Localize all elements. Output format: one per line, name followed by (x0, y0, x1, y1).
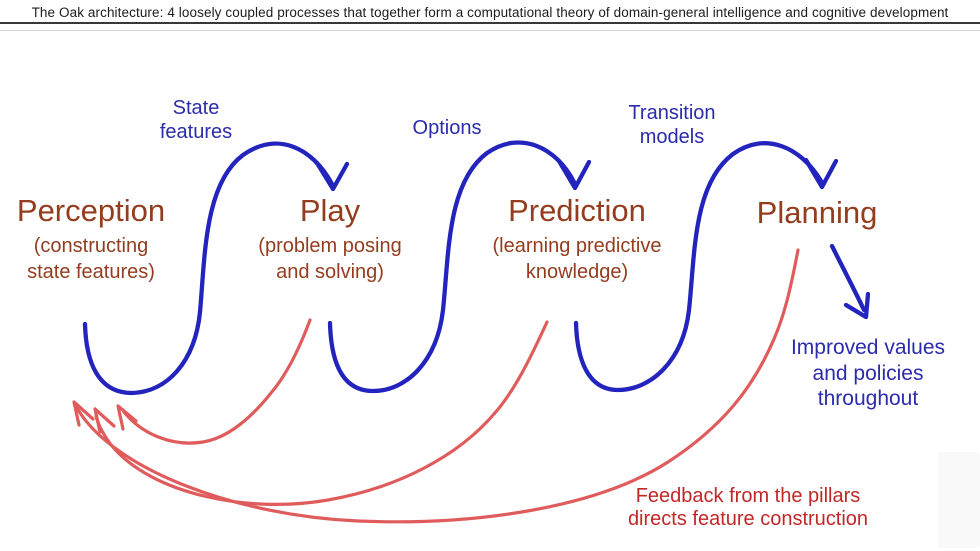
flow-label-options: Options (412, 117, 482, 139)
arrow-play-to-prediction (327, 140, 577, 394)
feedback-arrow-from-planning (75, 248, 800, 524)
pillar-perception-subtitle: (constructing state features) (27, 234, 155, 284)
pillar-perception: Perception (constructing state features) (0, 193, 201, 285)
feedback-arrowhead-from-planning-icon (72, 400, 95, 427)
pillar-prediction-subtitle: (learning predictive knowledge) (492, 234, 662, 284)
feedback-arrowhead-from-play-icon (116, 404, 138, 431)
flow-label-transition-models: Transition models (628, 102, 716, 148)
pillar-planning: Planning (707, 195, 927, 231)
arrow-planning-to-outcome (829, 243, 867, 313)
arrowhead-perception-to-play-icon (314, 160, 350, 192)
arrow-perception-to-play (82, 141, 335, 396)
pillar-planning-heading: Planning (756, 195, 878, 230)
feedback-arrow-from-play (122, 318, 312, 445)
pillar-perception-heading: Perception (16, 193, 166, 228)
watermark (938, 452, 980, 548)
arrow-prediction-to-planning (573, 141, 824, 393)
title-divider-light (0, 30, 980, 31)
title-divider-dark (0, 22, 980, 24)
feedback-label: Feedback from the pillars directs featur… (627, 485, 869, 530)
slide-title: The Oak architecture: 4 loosely coupled … (31, 5, 949, 20)
pillar-play-subtitle: (problem posing and solving) (258, 234, 402, 284)
arrowhead-prediction-to-planning-icon (803, 157, 839, 190)
pillar-play-heading: Play (299, 193, 361, 228)
outcome-label: Improved values and policies throughout (790, 336, 946, 411)
arrowhead-planning-to-outcome-icon (843, 291, 871, 320)
pillar-prediction-heading: Prediction (508, 193, 646, 228)
arrowhead-play-to-prediction-icon (556, 158, 592, 191)
pillar-prediction: Prediction (learning predictive knowledg… (457, 193, 697, 285)
feedback-arrowhead-from-prediction-icon (93, 407, 116, 434)
pillar-play: Play (problem posing and solving) (220, 193, 440, 285)
flow-label-state-features: State features (159, 97, 233, 143)
